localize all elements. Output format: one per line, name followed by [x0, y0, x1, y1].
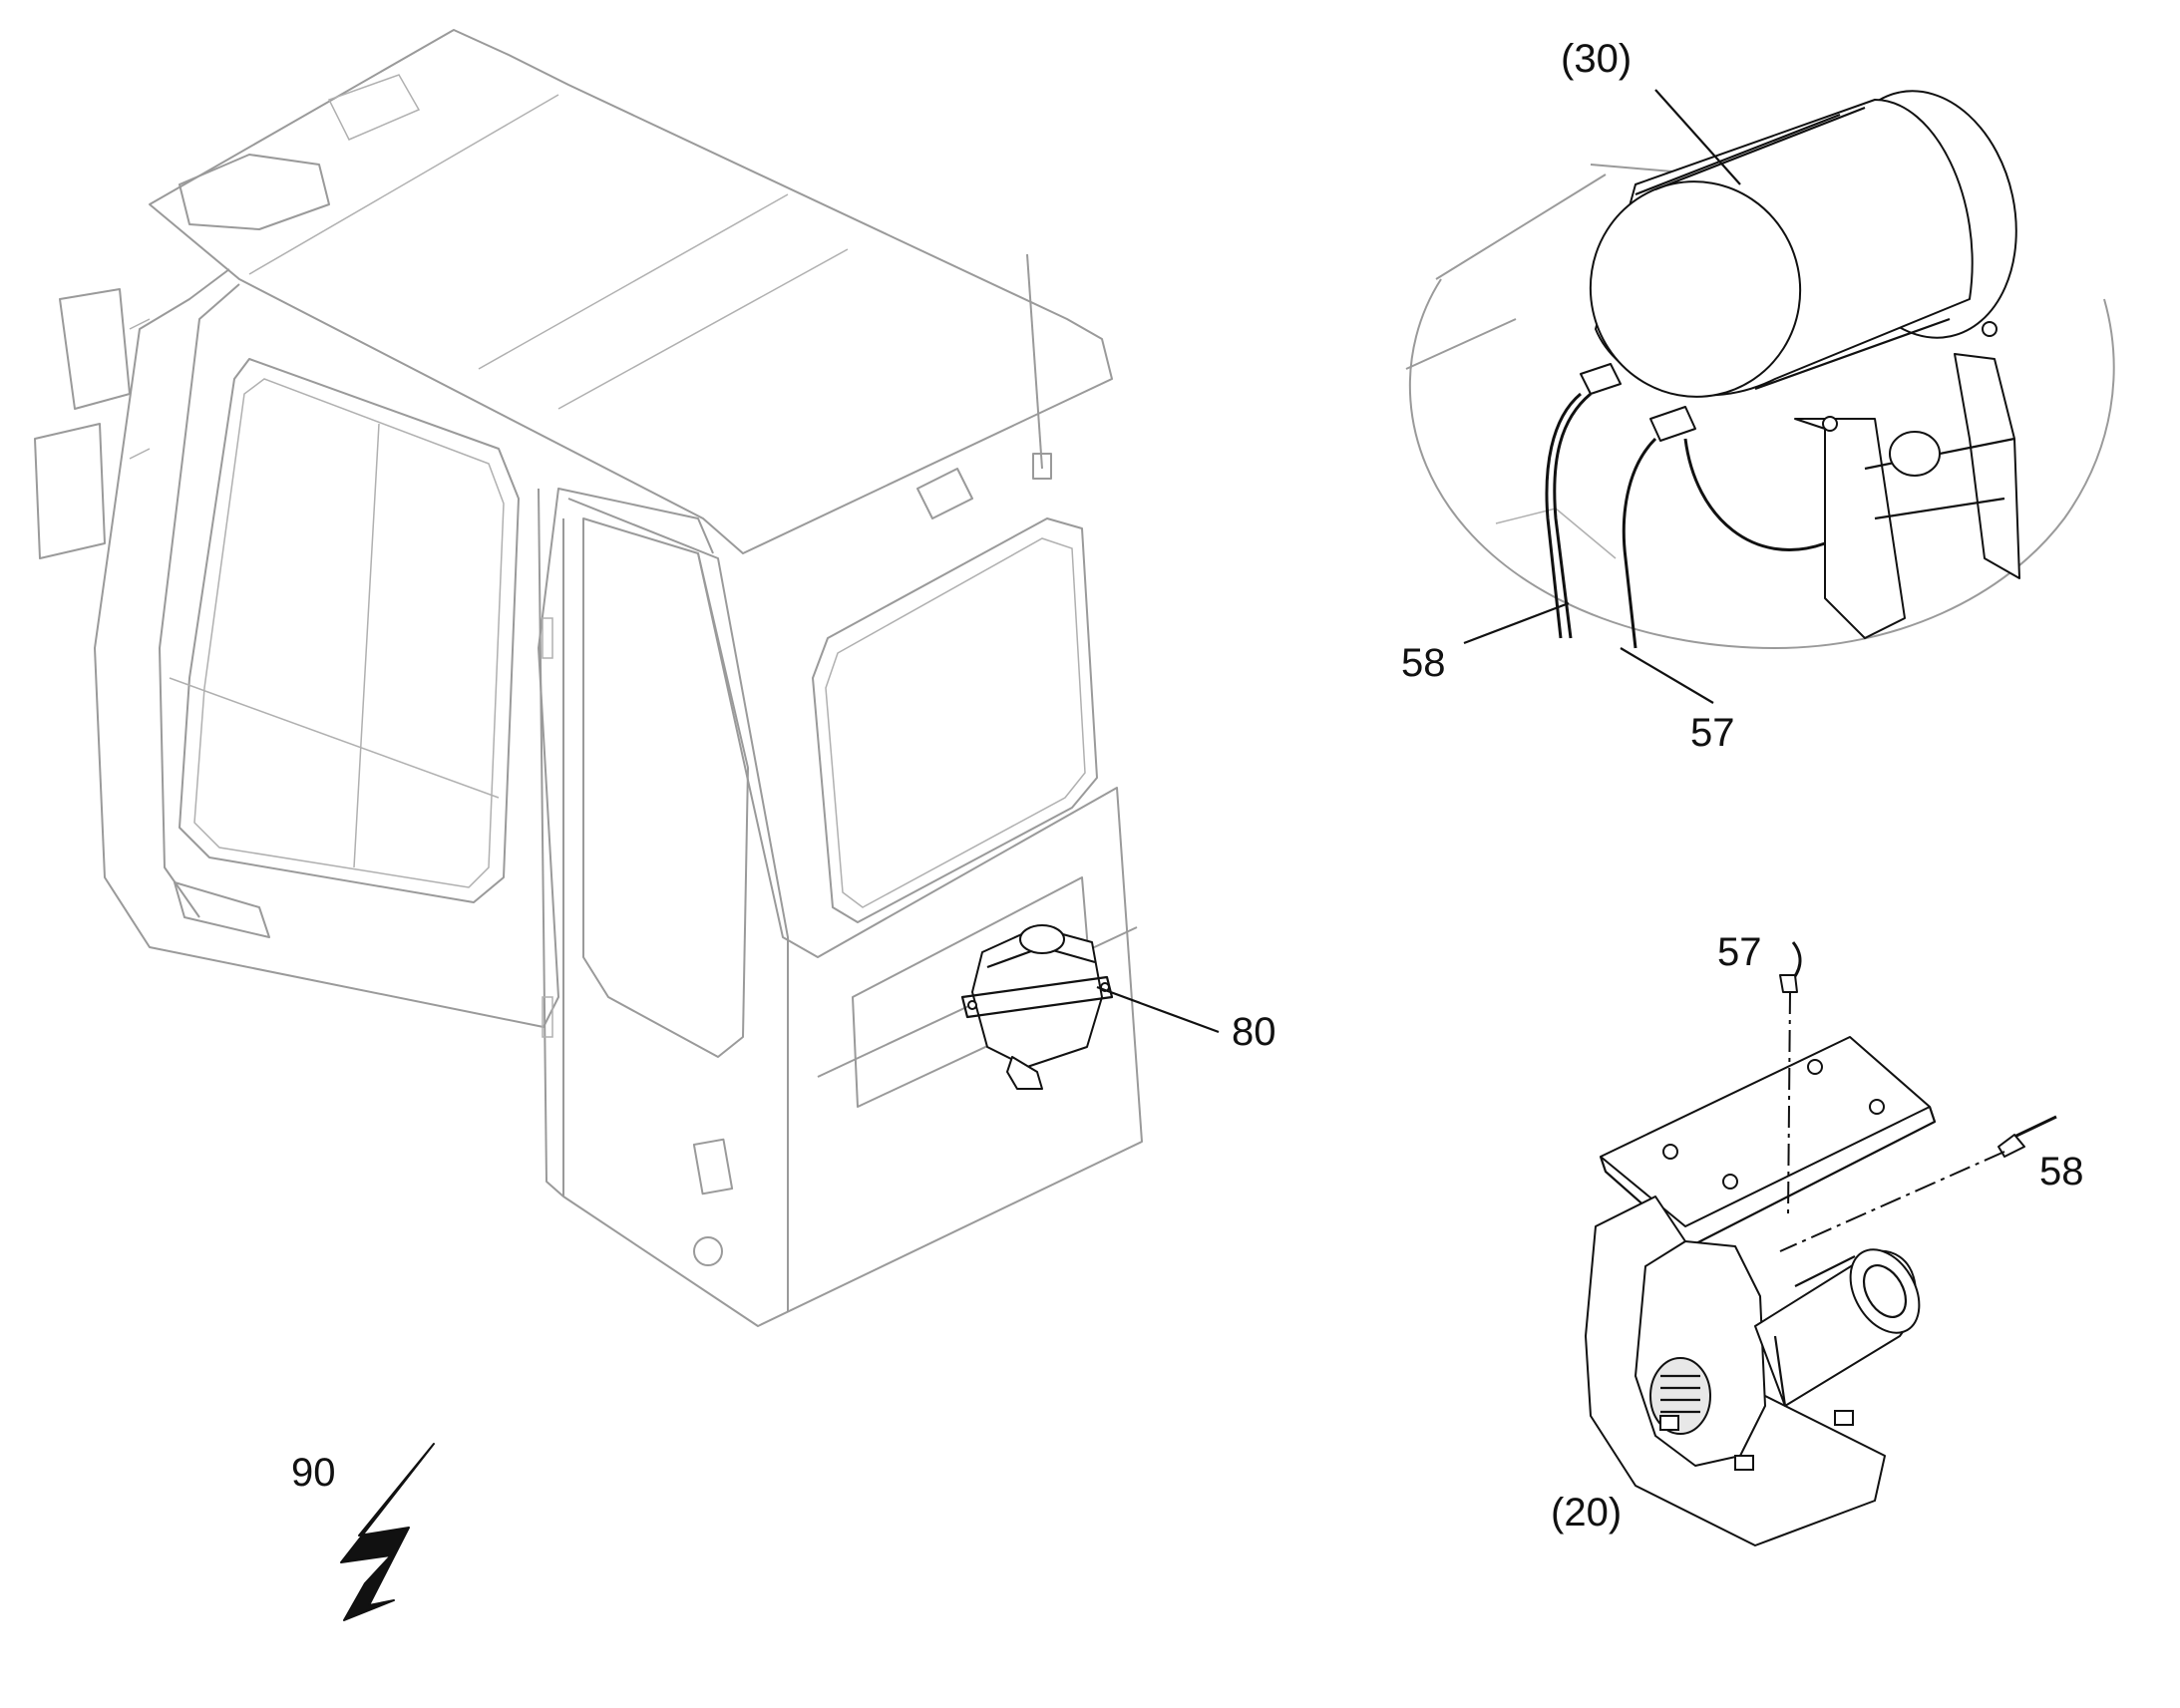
- callout-58-top: 58: [1401, 641, 1446, 685]
- callout-90: 90: [291, 1451, 336, 1495]
- callout-57-bottom: 57: [1717, 930, 1762, 974]
- cab-illustration: [34, 29, 1143, 1327]
- leader-80: [1096, 985, 1220, 1034]
- leader-30: [1654, 89, 1741, 185]
- callout-labels: (30) 58 57 80 57 58 (20) 90: [291, 37, 2084, 1535]
- reservoir-tank-part: [960, 924, 1114, 1090]
- leader-57-top: [1620, 647, 1714, 704]
- compressor-detail: [1585, 941, 2057, 1546]
- callout-80: 80: [1232, 1010, 1276, 1054]
- callout-20: (20): [1551, 1491, 1622, 1535]
- leader-lines: [1096, 89, 1741, 1034]
- air-tank-detail: [1405, 90, 2115, 649]
- callout-30: (30): [1561, 37, 1632, 81]
- callout-58-bottom: 58: [2039, 1150, 2084, 1194]
- leader-58-top: [1463, 601, 1570, 645]
- callout-57-top: 57: [1690, 711, 1735, 755]
- lightning-bolt-icon: [340, 1443, 435, 1621]
